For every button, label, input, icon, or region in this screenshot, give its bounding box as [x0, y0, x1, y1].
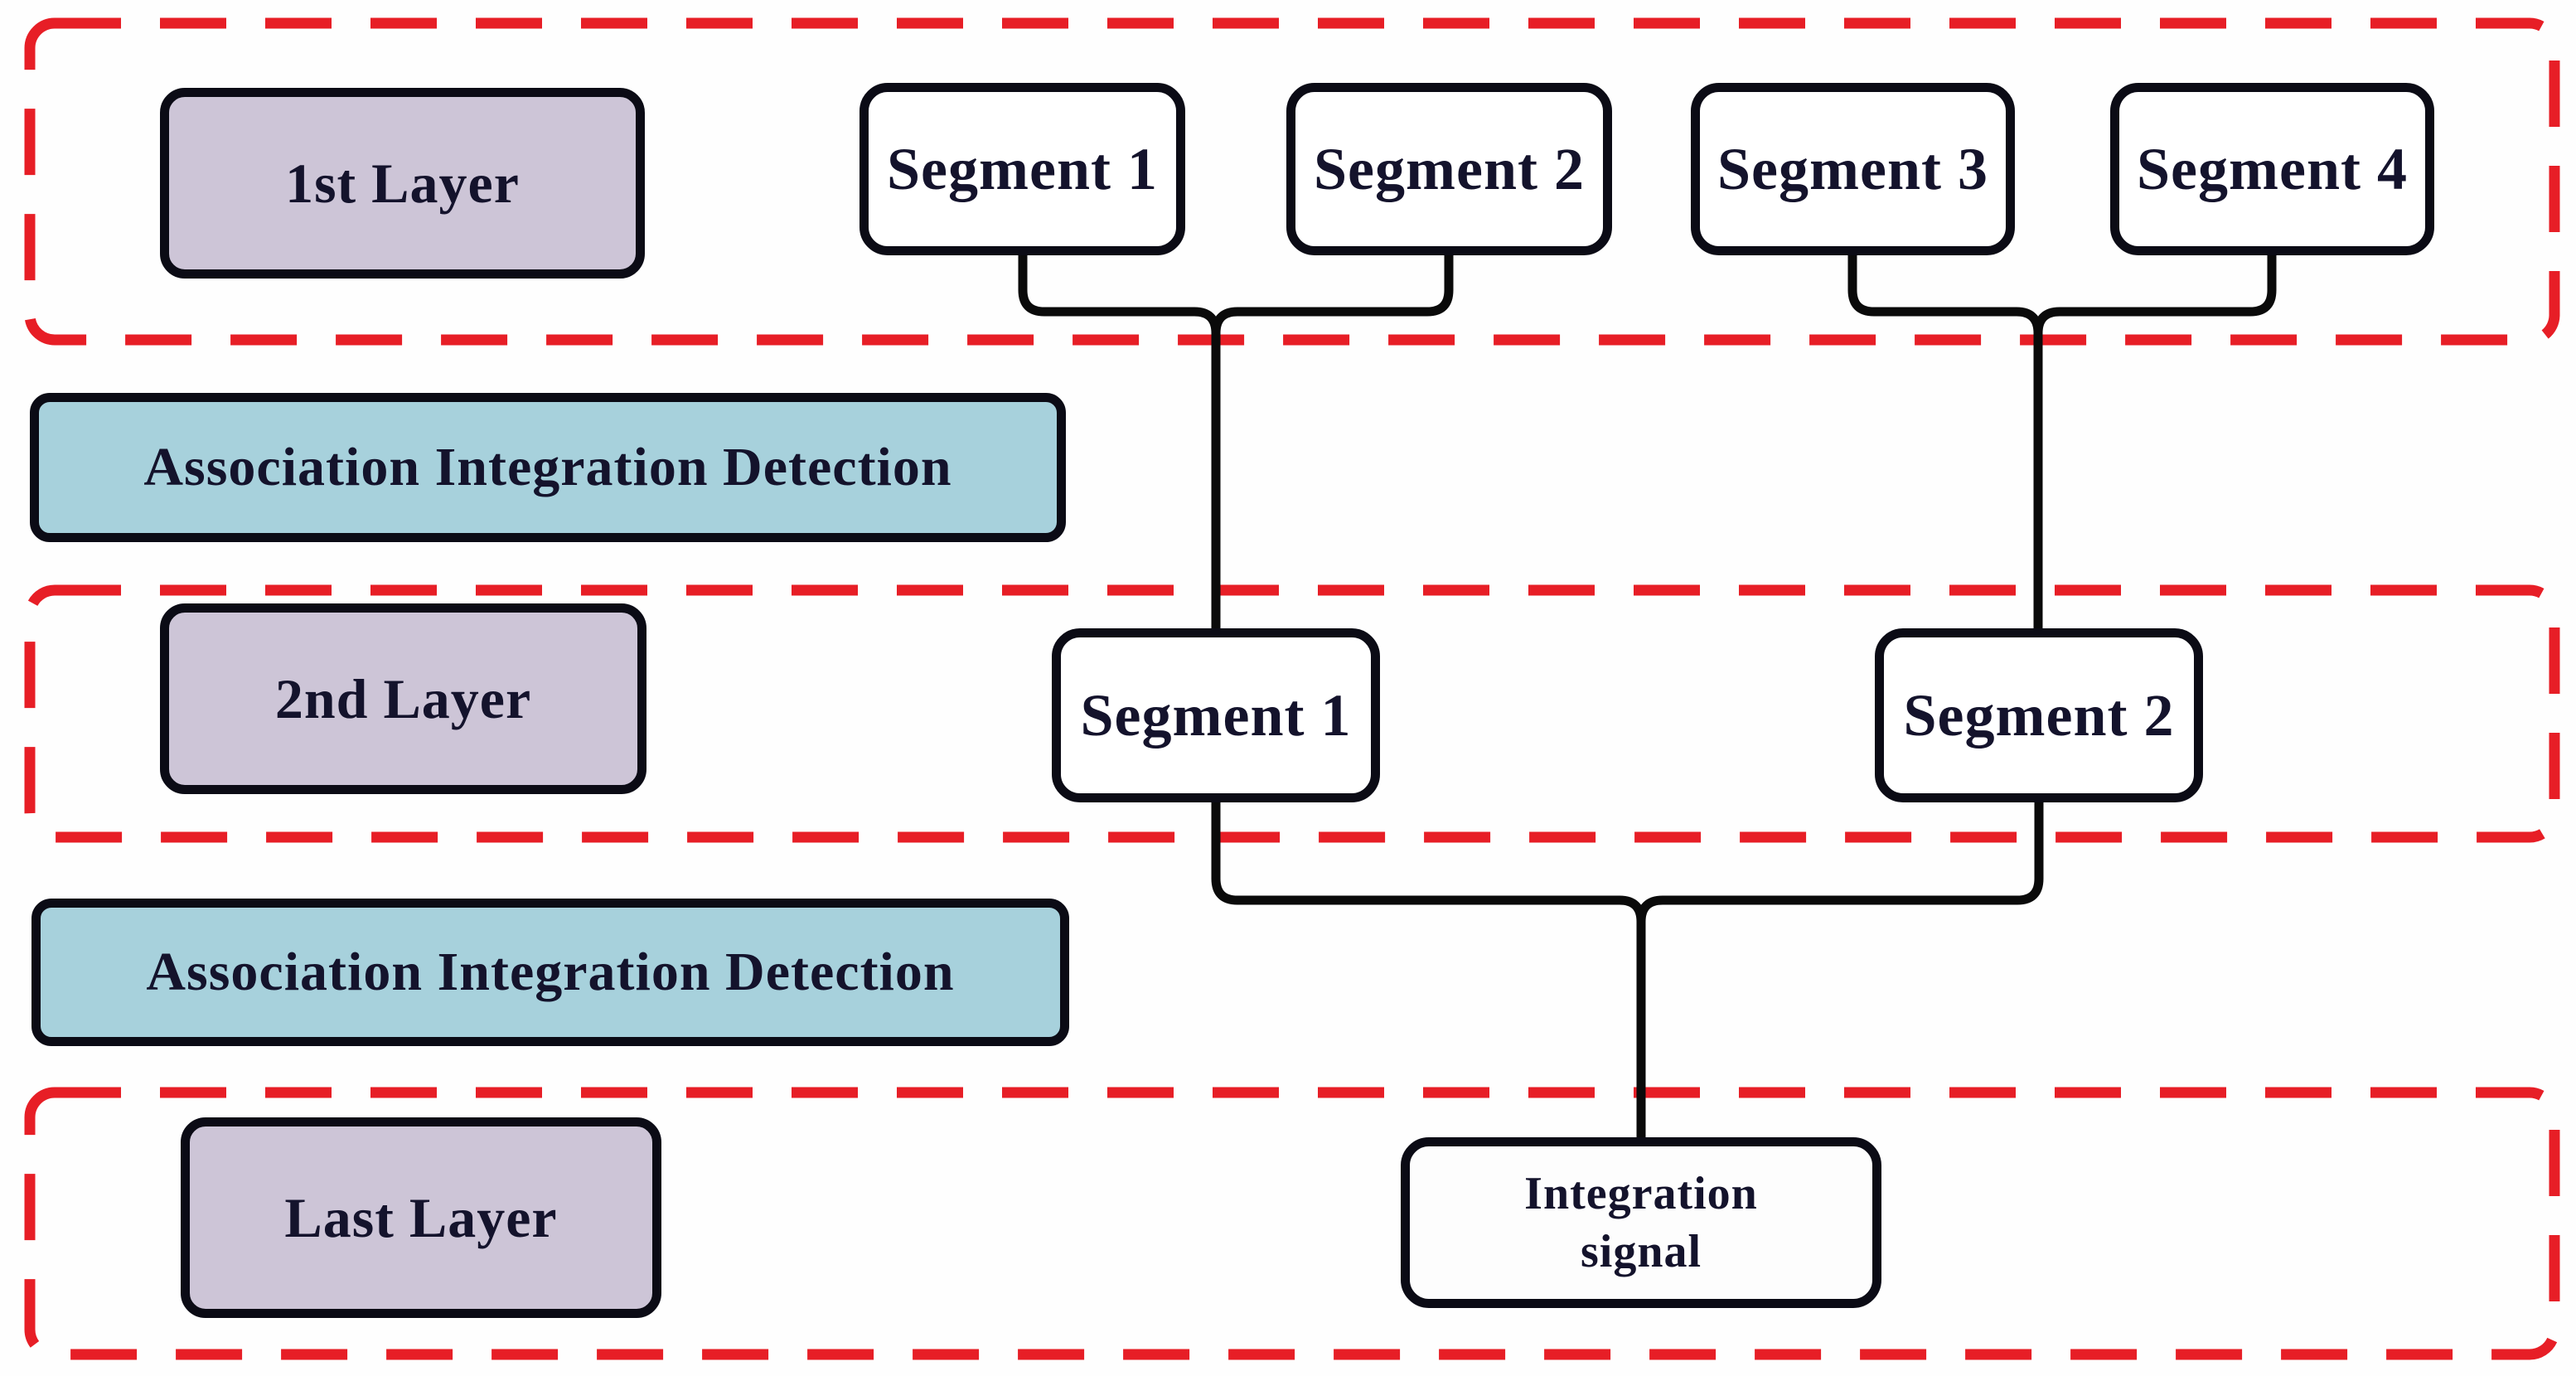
- layer1-label: 1st Layer: [285, 151, 520, 215]
- layer1-segment1-label: Segment 1: [887, 135, 1158, 202]
- layer1-label-box: 1st Layer: [160, 88, 645, 279]
- layer1-segment2-box: Segment 2: [1286, 83, 1612, 255]
- integration-signal-box: Integration signal: [1401, 1137, 1881, 1308]
- connector-l1seg3-merge: [1847, 252, 2043, 632]
- connector-l2seg2-merge: [1636, 799, 2044, 923]
- layer1-segment4-box: Segment 4: [2110, 83, 2434, 255]
- layer1-segment2-label: Segment 2: [1314, 135, 1585, 202]
- layer2-label-box: 2nd Layer: [160, 603, 646, 794]
- layer1-segment3-label: Segment 3: [1717, 135, 1988, 202]
- last-layer-label: Last Layer: [284, 1185, 558, 1249]
- last-layer-label-box: Last Layer: [181, 1117, 661, 1318]
- layer2-segment2-box: Segment 2: [1875, 628, 2203, 802]
- detection2-box: Association Integration Detection: [31, 899, 1069, 1046]
- layer2-segment1-label: Segment 1: [1080, 681, 1352, 749]
- layer1-segment1-box: Segment 1: [859, 83, 1185, 255]
- layer1-dashed-boundary: [24, 17, 2560, 346]
- detection1-box: Association Integration Detection: [30, 393, 1066, 542]
- connector-l1seg4-merge: [2033, 252, 2277, 334]
- layer1-segment3-box: Segment 3: [1691, 83, 2015, 255]
- layer2-segment2-label: Segment 2: [1903, 681, 2175, 749]
- integration-signal-label: Integration signal: [1524, 1168, 1758, 1277]
- last-layer-dashed-boundary: [24, 1087, 2560, 1360]
- layer1-segment4-label: Segment 4: [2137, 135, 2408, 202]
- detection2-label: Association Integration Detection: [146, 942, 955, 1002]
- detection1-label: Association Integration Detection: [143, 437, 952, 497]
- layer2-segment1-box: Segment 1: [1052, 628, 1380, 802]
- layer2-label: 2nd Layer: [274, 666, 532, 730]
- connector-l1seg2-merge: [1211, 252, 1454, 334]
